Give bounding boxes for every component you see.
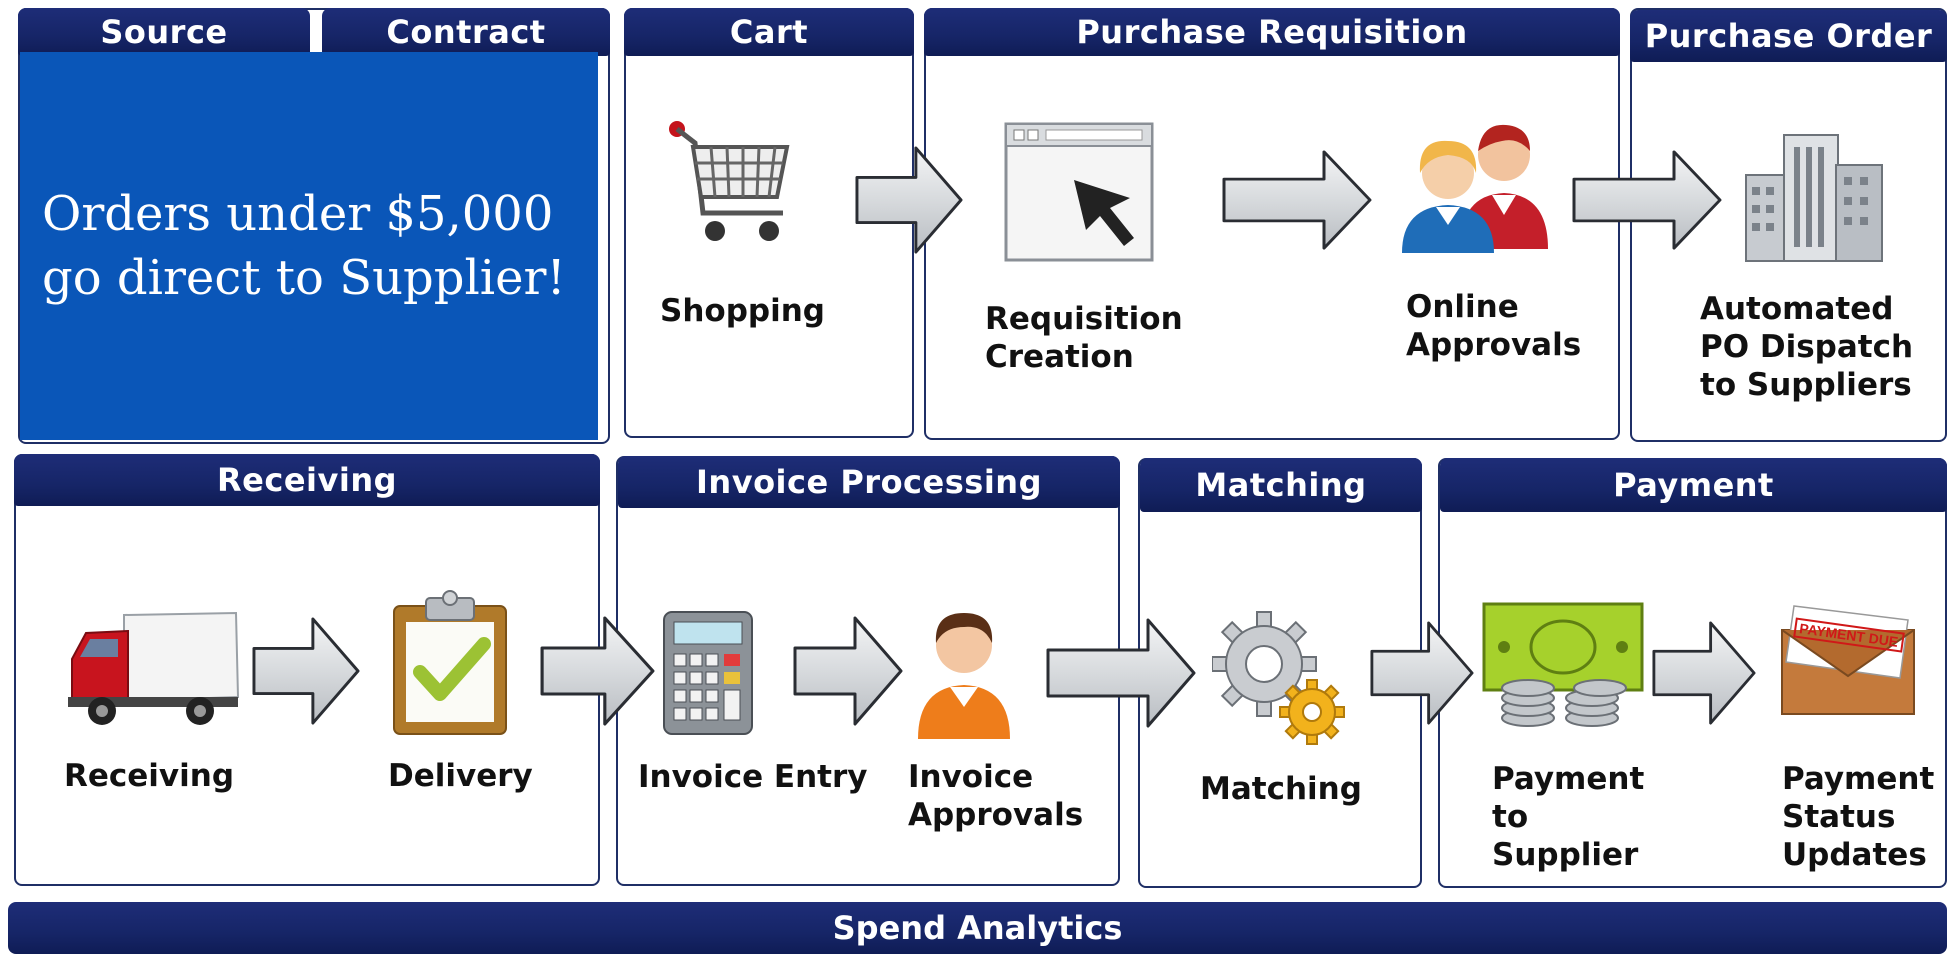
arrow-right-icon [1572,150,1722,250]
arrow-right-icon [1652,618,1756,728]
requisition-creation-label: Requisition Creation [985,301,1183,375]
buildings-icon [1745,134,1883,262]
contract-header: Contract [322,8,610,56]
person-icon [918,613,1010,739]
money-icon [1482,602,1644,727]
people-icon [1402,124,1548,253]
payment-status-label: Payment Status Updates [1782,761,1935,873]
shopping-label: Shopping [660,293,825,329]
envelope-icon [1781,605,1915,715]
receiving-label: Receiving [64,758,235,794]
clipboard-check-icon [393,590,507,735]
arrow-right-icon [1370,618,1474,728]
arrow-right-icon [252,616,360,726]
shopping-cart-icon [669,121,790,241]
arrow-right-icon [1046,618,1196,728]
gears-icon [1212,611,1345,745]
online-approvals-label: Online Approvals [1406,289,1582,363]
browser-window-icon [1004,122,1154,262]
spend-analytics-bar: Spend Analytics [8,902,1947,954]
invoice-approvals-label: Invoice Approvals [908,759,1084,833]
po-dispatch-label: Automated PO Dispatch to Suppliers [1700,291,1914,403]
orders-note: Orders under $5,000 go direct to Supplie… [20,52,598,440]
arrow-right-icon [1222,150,1372,250]
delivery-label: Delivery [388,758,533,794]
arrow-right-icon [855,145,963,255]
invoice-processing-header: Invoice Processing [618,456,1120,508]
arrow-right-icon [792,616,904,726]
cart-header: Cart [624,8,914,56]
truck-icon [68,611,240,725]
arrow-right-icon [540,616,655,726]
matching-label: Matching [1200,771,1362,807]
payment-header: Payment [1440,458,1947,512]
purchase-requisition-header: Purchase Requisition [924,8,1620,56]
invoice-entry-label: Invoice Entry [638,759,868,795]
payment-to-supplier-label: Payment to Supplier [1492,761,1645,873]
purchase-order-header: Purchase Order [1630,10,1947,62]
calculator-icon [663,611,753,735]
source-header: Source [18,8,310,56]
receiving-header: Receiving [14,454,600,506]
matching-header: Matching [1140,458,1422,512]
